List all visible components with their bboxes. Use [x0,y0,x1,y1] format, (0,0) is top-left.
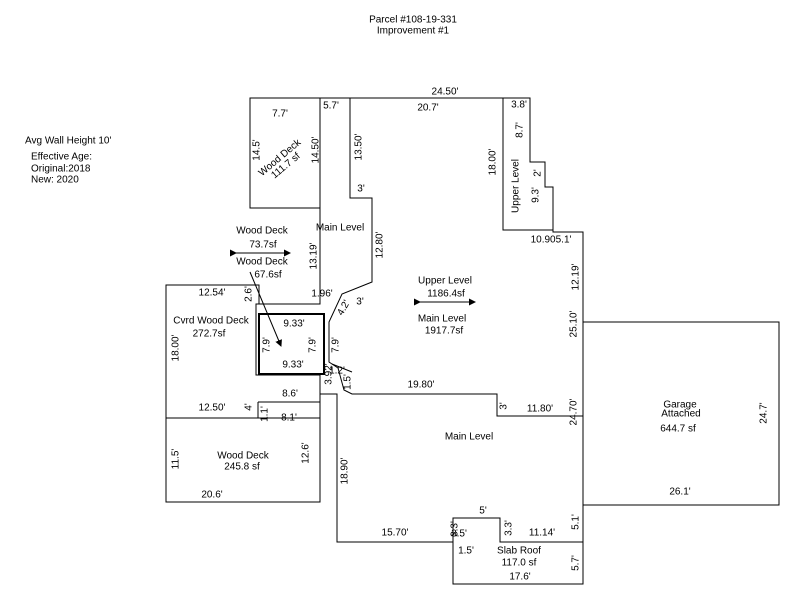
dim-18-00-upper: 18.00' [487,148,499,176]
dim-14-50: 14.50' [310,136,322,164]
dim-8-1: 8.1' [281,412,297,424]
wood-deck-bottom-name: Wood Deck [217,450,269,462]
dim-25-10: 25.10' [568,310,580,338]
upper-level-outline [329,98,583,416]
upper-level-center-area: 1186.4sf [427,288,465,300]
dim-5-7: 5.7' [570,555,582,571]
garage-line1: Garage [663,399,697,411]
new-year: New: 2020 [31,174,79,186]
dim-24-50: 24.50' [431,86,459,98]
garage-outline [583,322,779,505]
main-level-lower: Main Level [444,431,494,443]
slab-roof-area: 117.0 sf [501,557,537,569]
dim-9-3: 9.3' [530,187,542,203]
dim-9-33-bottom: 9.33' [282,359,304,371]
cvrd-deck-area: 272.7sf [192,328,226,340]
dim-13-50: 13.50' [353,133,365,161]
parcel-number: Parcel #108-19-331 [369,14,457,26]
dim-12-19: 12.19' [570,263,582,291]
dim-5-1: 5.1' [570,514,582,530]
dim-3-3-left: 3.3' [449,521,461,537]
upper-level-right: Upper Level [510,159,522,213]
dim-18-90: 18.90' [339,457,351,485]
dim-8-6: 8.6' [282,388,298,400]
dim-7-9-c: 7.9' [330,337,342,353]
dim-1-96: 1.96' [311,288,333,300]
dim-2-6: 2.6' [243,286,255,302]
dim-3-main: 3' [357,183,365,195]
dim-26-1: 26.1' [669,486,691,498]
wood-deck-bottom-outline [166,418,320,502]
dim-20-7: 20.7' [417,102,439,114]
dim-12-80: 12.80' [374,231,386,259]
wood-deck-top-outline [250,98,320,208]
dim-4: 4' [243,403,255,411]
dim-15-70: 15.70' [381,527,409,539]
dim-1-1: 1.1' [259,406,271,422]
dim-1-5: 1.5' [458,545,474,557]
dim-7-9-a: 7.9' [261,337,273,353]
dim-11-5: 11.5' [170,448,182,470]
dim-1-5-small: 1.5' [342,374,354,390]
wall-height: Avg Wall Height 10' [25,135,112,147]
cvrd-deck-name: Cvrd Wood Deck [173,315,249,327]
wood-deck-left-name: Wood Deck [236,225,288,237]
dim-12-6: 12.6' [300,442,312,464]
dim-17-6: 17.6' [509,571,531,583]
wood-deck-small-name: Wood Deck [236,256,288,268]
upper-level-center-name: Upper Level [418,275,472,287]
cvrd-deck-outline [166,285,320,418]
dim-3-3-right: 3.3' [503,520,515,536]
wood-deck-small-area: 67.6sf [254,269,282,281]
dim-9-33-top: 9.33' [283,318,305,330]
small-deck-pointer [250,272,282,347]
wood-deck-bottom-area: 245.8 sf [224,461,260,473]
dim-8-7: 8.7' [514,122,526,138]
improvement-number: Improvement #1 [376,25,450,37]
dim-13-19: 13.19' [308,242,320,270]
dim-5-7-top: 5.7' [323,100,339,112]
dim-1-2: 1.2' [329,365,345,377]
dim-2: 2' [532,169,544,177]
dim-19-80: 19.80' [407,379,435,391]
dim-14-5: 14.5' [251,139,263,161]
dim-12-50: 12.50' [198,402,226,414]
dim-7-9-b: 7.9' [307,337,319,353]
main-level-center-area: 1917.7sf [424,325,464,337]
dim-20-6: 20.6' [201,489,223,501]
main-level-upper-left: Main Level [315,222,365,234]
original-year: Original:2018 [31,163,91,175]
dim-24-7: 24.7' [758,402,770,424]
dim-3-92: 3.92' [323,363,335,385]
dim-24-70: 24.70' [568,398,580,426]
dim-12-54: 12.54' [198,287,226,299]
wood-deck-left-area: 73.7sf [249,239,277,251]
dim-11-14: 11.14' [528,527,556,539]
garage-line2: Attached [661,408,701,420]
dim-18-00-left: 18.00' [170,334,182,362]
main-level-center-name: Main Level [417,313,467,325]
dim-3-diag: 3' [356,296,364,308]
slab-roof-outline [453,542,583,584]
dim-3-5: 3.5' [451,528,467,540]
slab-roof-name: Slab Roof [497,545,541,557]
small-deck-outline [259,314,324,374]
dim-11-80: 11.80' [526,403,554,415]
dim-5: 5' [479,505,487,517]
upper-right-division [503,98,553,230]
dim-10-905: 10.905.1' [530,234,572,246]
dim-7-7: 7.7' [272,108,288,120]
dim-3-8: 3.8' [511,99,527,111]
dim-3-step: 3' [498,402,510,410]
effective-age: Effective Age: [31,151,92,163]
garage-area: 644.7 sf [660,423,696,435]
